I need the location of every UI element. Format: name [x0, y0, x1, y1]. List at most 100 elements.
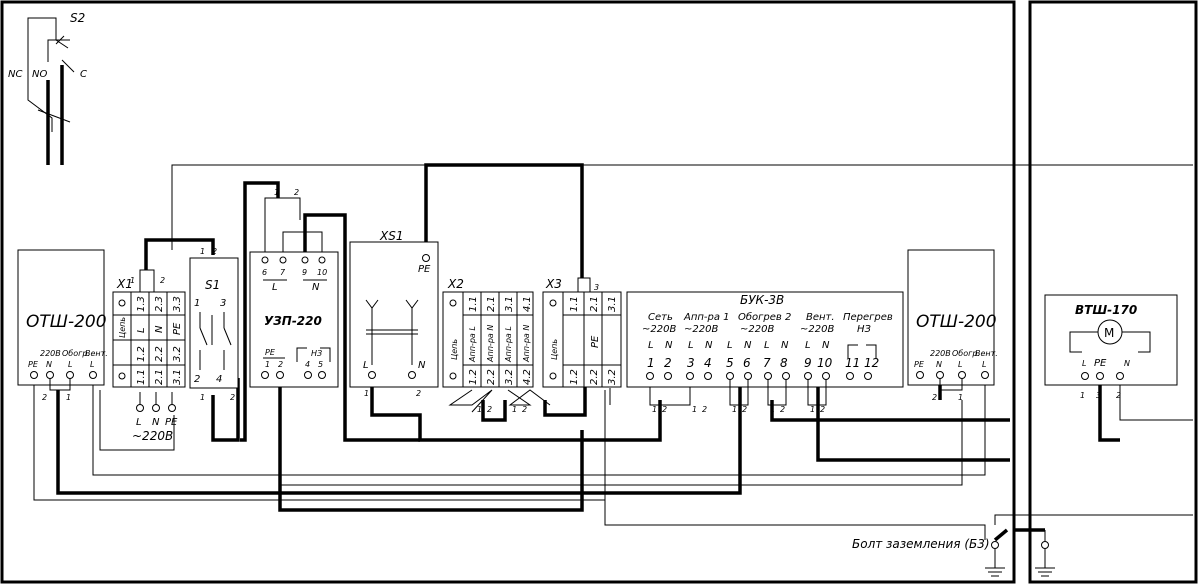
x1-col-pe: PE: [172, 322, 183, 335]
buk-3v-controller: БУК-3В Сеть ~220В Апп-ра 1 ~220В Обогрев…: [626, 291, 904, 414]
otsh-left-heat-label: Обогр.: [62, 349, 90, 358]
buk-group-2-line-1: Апп-ра 1: [683, 312, 730, 323]
xs1-wire-num-2: 2: [416, 389, 421, 398]
vtsh-l-label: L: [1082, 359, 1086, 368]
otsh-right-220-label: 220В: [930, 349, 951, 358]
x2-chain-label: Цепь: [450, 339, 459, 360]
vtsh-wire-num-1: 1: [1080, 391, 1085, 400]
s2-label: S2: [70, 11, 85, 25]
otsh-left-wire-num-1: 2: [42, 393, 47, 402]
buk-ln-1: L: [648, 340, 654, 351]
buk-pin-12: 12: [864, 356, 879, 370]
s1-bottom-num-1: 1: [200, 393, 205, 402]
uzp-l-label: L: [272, 282, 278, 293]
otsh-200-left: ОТШ-200 220В Обогр. Вент. PE N L L 2 1: [17, 249, 108, 402]
x2-cell-1-2: 1.2: [468, 369, 479, 385]
x2-label: X2: [447, 277, 464, 291]
otsh-left-wire-num-2: 1: [66, 393, 71, 402]
otsh-right-wire-num-2: 1: [958, 393, 963, 402]
uzp-pin-6: 6: [262, 268, 267, 277]
buk-ln-7: L: [764, 340, 770, 351]
vtsh-wire-num-3: 3: [1096, 391, 1101, 400]
x1-cell-2-2: 2.2: [154, 346, 165, 362]
uzp-pe-label: PE: [265, 348, 276, 357]
buk-group-1-line-2: ~220В: [642, 324, 676, 335]
switch-s2: S2 NC NO C: [8, 11, 87, 132]
uzp-pin-5: 5: [318, 360, 323, 369]
uzp-top-num-2: 2: [294, 188, 299, 197]
s1-pin-4: 4: [216, 374, 222, 385]
x3-pe-label: PE: [590, 335, 601, 348]
x1-cell-3-1: 3.1: [172, 369, 183, 385]
x2-cell-4-1: 4.1: [522, 296, 533, 312]
x3-cell-2-1: 2.1: [589, 296, 600, 312]
otsh-right-heat-label: Обогр.: [952, 349, 980, 358]
motor-label: M: [1104, 326, 1114, 340]
otsh-right-fan-label: Вент.: [975, 349, 998, 358]
x1-cell-1-2: 1.2: [136, 346, 147, 362]
x2-cell-1-1: 1.1: [468, 296, 479, 312]
otsh-left-l1-label: L: [68, 360, 72, 369]
buk-pin-7: 7: [763, 356, 771, 370]
buk-group-3-line-1: Обогрев 2: [738, 311, 791, 323]
buk-pin-2: 2: [664, 356, 672, 370]
uzp-nz-label: НЗ: [311, 349, 322, 358]
buk-ln-3: L: [688, 340, 694, 351]
s2-c-label: C: [80, 69, 87, 80]
x1-cell-1-3: 1.3: [136, 296, 147, 312]
x1-supply-voltage: ~220В: [132, 429, 173, 443]
x1-label: X1: [116, 277, 133, 291]
x2-col-2-label: Апп-ра N: [486, 325, 495, 363]
buk-wire-num-10: 2: [820, 405, 825, 414]
s1-pin-2: 2: [194, 374, 200, 385]
x2-wire-num-4: 2: [522, 405, 527, 414]
x2-wire-num-2: 2: [487, 405, 492, 414]
otsh-left-title: ОТШ-200: [26, 312, 107, 332]
x1-supply-n: N: [152, 417, 160, 428]
terminal-block-x3: X3 3 Цепь PE 1.1 2.1 3.1 1.2 2.2 3.2: [542, 277, 622, 388]
xs1-l-label: L: [363, 360, 369, 371]
ground-icon-outer: [1035, 567, 1055, 577]
buk-pin-6: 6: [743, 356, 751, 370]
buk-group-4-line-2: ~220В: [800, 324, 834, 335]
outer-frame: [1028, 0, 1198, 584]
buk-wire-num-4: 2: [702, 405, 707, 414]
buk-ln-2: N: [665, 340, 673, 351]
vtsh-170-fan: ВТШ-170 M L PE N 1 3 2: [1044, 294, 1178, 400]
x1-col-n: N: [154, 325, 165, 333]
vtsh-n-label: N: [1124, 359, 1130, 368]
switch-s1: 1 2 S1 1 3 2 4 1 2: [189, 247, 239, 402]
x2-cell-3-2: 3.2: [504, 369, 515, 385]
xs1-n-label: N: [418, 360, 426, 371]
buk-ln-4: N: [705, 340, 713, 351]
x1-supply-l: L: [136, 417, 142, 428]
otsh-left-l2-label: L: [90, 360, 94, 369]
xs1-label: XS1: [379, 229, 403, 243]
buk-ln-6: N: [744, 340, 752, 351]
x3-cell-1-1: 1.1: [569, 296, 580, 312]
buk-wire-num-8: 2: [780, 405, 785, 414]
s1-pin-3: 3: [220, 298, 226, 309]
otsh-left-n-label: N: [46, 360, 52, 369]
otsh-right-l1-label: L: [958, 360, 962, 369]
uzp-pin-1: 1: [265, 360, 270, 369]
x3-cell-3-1: 3.1: [607, 296, 618, 312]
buk-pin-8: 8: [780, 356, 788, 370]
x1-supply-terminal-l: [136, 404, 144, 412]
ground-icon: [985, 567, 1005, 577]
buk-wire-num-2: 2: [662, 405, 667, 414]
uzp-pin-9: 9: [302, 268, 307, 277]
otsh-left-terminal-n: [46, 371, 54, 379]
socket-xs1: XS1 PE L N 1 2: [349, 229, 439, 398]
buk-ln-10: N: [822, 340, 830, 351]
otsh-left-terminal-heat: [66, 371, 74, 379]
vtsh-wire-num-2: 2: [1116, 391, 1121, 400]
otsh-200-right: ОТШ-200 220В Обогр. Вент. PE N L L 2 1: [907, 249, 998, 402]
uzp-top-num-1: 1: [274, 188, 279, 197]
buk-group-5-line-1: Перегрев: [843, 312, 893, 323]
buk-wire-num-9: 1: [810, 405, 815, 414]
otsh-right-pe-label: PE: [914, 360, 925, 369]
vtsh-pe-label: PE: [1094, 358, 1107, 369]
x1-supply-terminal-pe: [168, 404, 176, 412]
xs1-pe-label: PE: [418, 264, 431, 275]
